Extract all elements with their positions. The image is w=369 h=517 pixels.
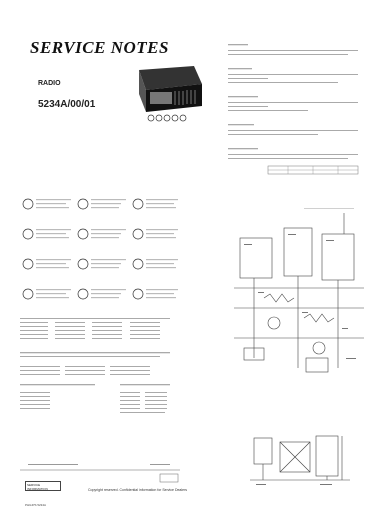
copyright-notice: Copyright reserved. Confidential informa… bbox=[88, 488, 188, 492]
radio-photo bbox=[139, 66, 202, 122]
category-label: RADIO bbox=[38, 80, 61, 87]
right-text-column bbox=[228, 44, 359, 175]
circuit-schematic bbox=[234, 208, 364, 373]
specification-tables bbox=[20, 318, 170, 413]
document-title: SERVICE NOTES bbox=[30, 38, 169, 57]
footer-code: PHILIPS 5234A bbox=[25, 503, 47, 507]
power-supply-schematic bbox=[250, 435, 350, 485]
model-number: 5234A/00/01 bbox=[38, 99, 96, 110]
controls-legend bbox=[22, 198, 178, 300]
service-info-box: SERVICE INFORMATION bbox=[25, 481, 61, 491]
footer-rule bbox=[20, 464, 180, 483]
